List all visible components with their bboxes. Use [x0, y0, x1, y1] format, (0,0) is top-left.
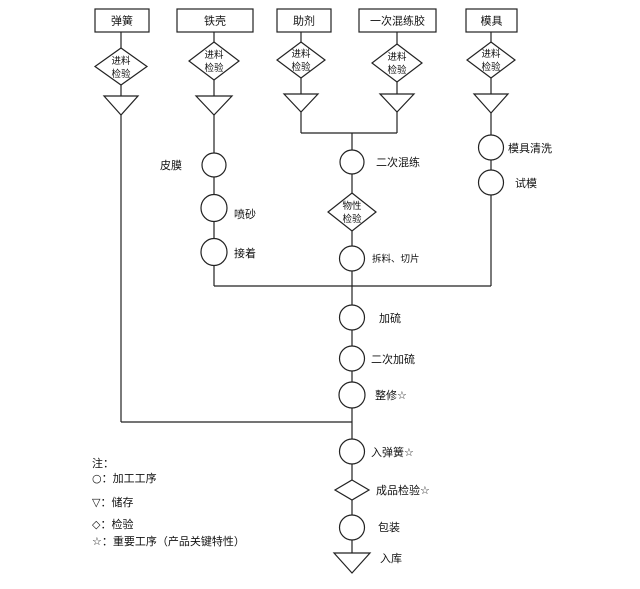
- property-inspection-line2: 检验: [342, 213, 362, 225]
- material-box-mold: 模具: [465, 8, 518, 33]
- incoming-inspection-iron-shell: 进料 检验: [188, 41, 240, 81]
- material-box-additive: 助剂: [276, 8, 332, 33]
- property-inspection: 物性 检验: [327, 192, 377, 232]
- process-circle-adhesive: [200, 237, 228, 267]
- process-circle-insert-spring: [338, 438, 366, 465]
- step-label-warehouse: 入库: [380, 552, 402, 565]
- process-circle-second-vulcanize: [338, 345, 366, 372]
- step-label-trim: 整修☆: [375, 388, 407, 402]
- process-circle-cut-strips: [338, 245, 366, 272]
- process-circle-trial-mold: [477, 169, 505, 196]
- storage-triangle-iron-shell: [194, 95, 234, 116]
- step-label-cut-strips: 拆料、切片: [372, 253, 420, 265]
- step-label-trial-mold: 试模: [515, 177, 537, 190]
- legend-storage: ▽：储存: [92, 495, 133, 509]
- legend-key-process: ☆：重要工序（产品关键特性）: [92, 534, 245, 548]
- storage-triangle-additive: [282, 93, 320, 113]
- step-label-second-vulcanize: 二次加硫: [371, 352, 415, 366]
- process-circle-sand-blast: [200, 193, 228, 223]
- material-label-mold: 模具: [481, 15, 503, 28]
- legend: 注： ○：加工工序 ▽：储存 ◇：检验 ☆：重要工序（产品关键特性）: [92, 456, 245, 548]
- inspection-label-rubber-line2: 检验: [387, 64, 407, 76]
- step-label-sand-blast: 喷砂: [234, 208, 256, 221]
- incoming-inspection-first-mix-rubber: 进料 检验: [371, 43, 423, 83]
- incoming-inspection-spring: 进料 检验: [93, 47, 149, 86]
- legend-title: 注：: [92, 456, 114, 470]
- step-label-vulcanize: 加硫: [379, 311, 401, 325]
- step-label-adhesive: 接着: [234, 246, 256, 260]
- storage-triangle-first-mix-rubber: [378, 93, 416, 113]
- storage-triangle-mold: [472, 93, 510, 114]
- material-label-first-mix-rubber: 一次混练胶: [370, 14, 425, 28]
- inspection-label-additive-line1: 进料: [291, 48, 311, 60]
- process-circle-trim: [338, 381, 366, 409]
- inspection-label-rubber-line1: 进料: [387, 51, 407, 63]
- material-label-iron-shell: 铁壳: [204, 14, 226, 28]
- legend-process: ○：加工工序: [92, 471, 157, 485]
- incoming-inspection-additive: 进料 检验: [276, 41, 326, 79]
- material-box-iron-shell: 铁壳: [176, 8, 254, 33]
- material-label-spring: 弹簧: [111, 14, 133, 28]
- property-inspection-line1: 物性: [342, 200, 362, 212]
- material-box-first-mix-rubber: 一次混练胶: [358, 8, 437, 33]
- material-box-spring: 弹簧: [94, 8, 150, 33]
- final-inspection-diamond: [333, 479, 371, 501]
- step-label-insert-spring: 入弹簧☆: [371, 445, 414, 459]
- process-circle-vulcanize: [338, 304, 366, 331]
- inspection-label-spring-line2: 检验: [111, 68, 131, 80]
- step-label-skin-film: 皮膜: [160, 159, 182, 172]
- process-circle-skin-film: [201, 152, 227, 178]
- storage-triangle-spring: [102, 95, 140, 116]
- connector-lines: [120, 32, 492, 553]
- legend-inspection: ◇：检验: [92, 517, 133, 531]
- inspection-label-spring-line1: 进料: [111, 55, 131, 67]
- inspection-label-iron-shell-line1: 进料: [204, 49, 224, 61]
- process-circle-mold-clean: [477, 134, 505, 161]
- step-label-final-inspection: 成品检验☆: [376, 483, 430, 497]
- incoming-inspection-mold: 进料 检验: [466, 41, 516, 79]
- step-label-second-mix: 二次混练: [376, 155, 420, 169]
- inspection-label-additive-line2: 检验: [291, 61, 311, 73]
- material-label-additive: 助剂: [293, 14, 315, 28]
- process-circle-packaging: [338, 514, 366, 541]
- step-label-mold-clean: 模具清洗: [508, 142, 552, 155]
- storage-triangle-warehouse: [332, 552, 372, 574]
- inspection-label-mold-line2: 检验: [481, 61, 501, 73]
- inspection-label-iron-shell-line2: 检验: [204, 62, 224, 74]
- step-label-packaging: 包装: [378, 521, 400, 534]
- process-circle-second-mix: [339, 149, 365, 175]
- inspection-label-mold-line1: 进料: [481, 48, 501, 60]
